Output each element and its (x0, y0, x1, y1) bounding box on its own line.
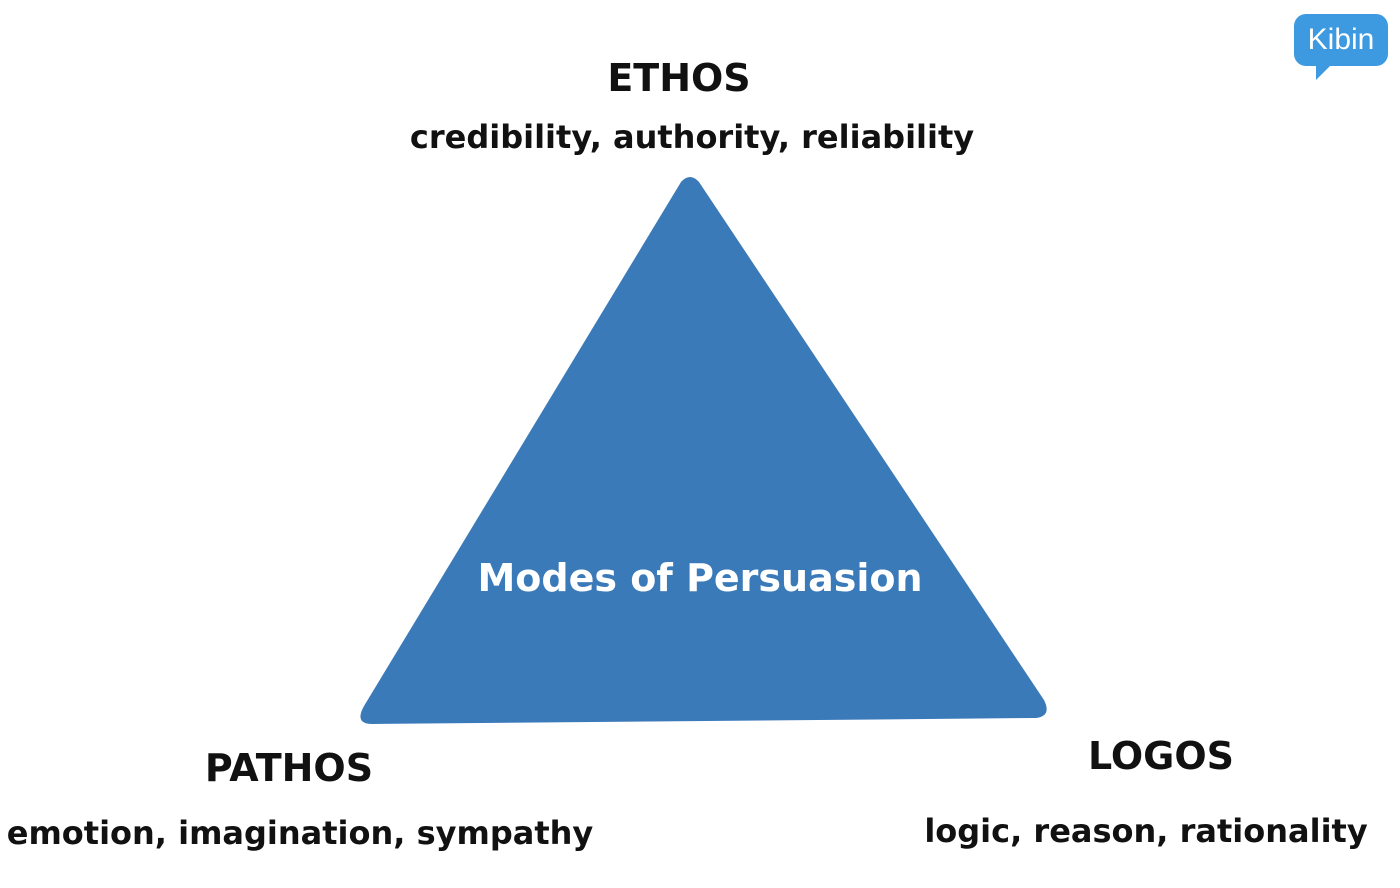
logos-description: logic, reason, rationality (924, 812, 1368, 850)
ethos-description: credibility, authority, reliability (409, 118, 975, 156)
logo-text: Kibin (1307, 23, 1375, 56)
pathos-description: emotion, imagination, sympathy (6, 814, 594, 852)
center-label-modes-of-persuasion: Modes of Persuasion (477, 556, 923, 600)
logo-speech-bubble-tail (1316, 64, 1332, 80)
logo-speech-bubble (1294, 14, 1388, 66)
logos-title: LOGOS (1087, 734, 1235, 778)
kibin-logo: Kibin (1294, 14, 1388, 80)
pathos-title: PATHOS (204, 746, 374, 790)
ethos-title: ETHOS (607, 56, 751, 100)
persuasion-triangle (360, 177, 1047, 724)
